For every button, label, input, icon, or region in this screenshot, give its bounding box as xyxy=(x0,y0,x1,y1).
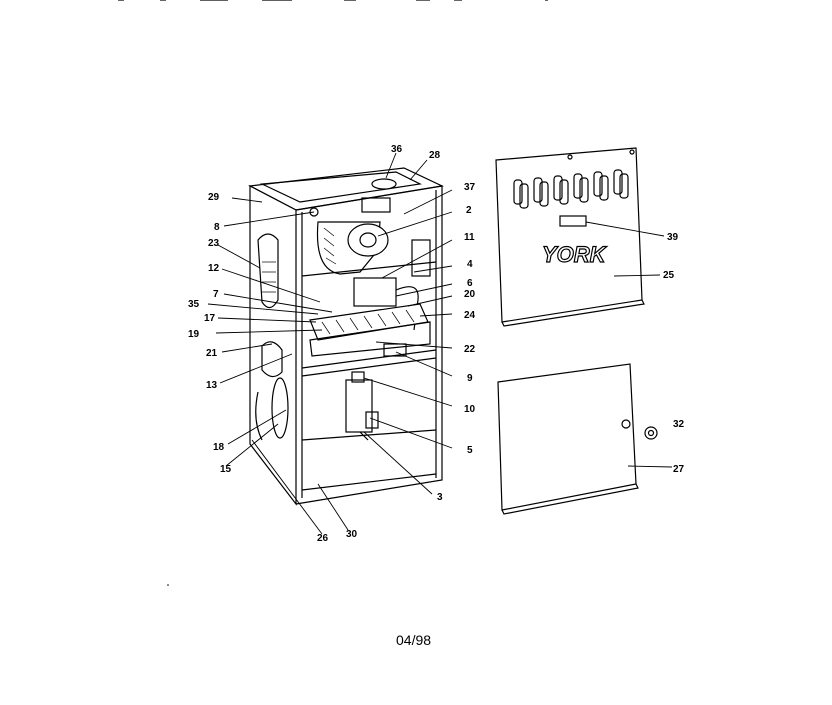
callout-36: 36 xyxy=(391,144,403,155)
callout-37: 37 xyxy=(464,182,476,193)
callout-10: 10 xyxy=(464,404,476,415)
callout-15: 15 xyxy=(220,464,232,475)
stray-dot xyxy=(167,584,169,586)
cabinet-left-side xyxy=(249,185,297,506)
callout-9: 9 xyxy=(467,373,473,384)
callout-21: 21 xyxy=(206,348,218,359)
callout-5: 5 xyxy=(467,445,473,456)
callout-29: 29 xyxy=(208,192,220,203)
callout-18: 18 xyxy=(213,442,225,453)
callout-39: 39 xyxy=(667,232,679,243)
callout-3: 3 xyxy=(437,492,443,503)
leader-lines xyxy=(207,152,673,535)
callout-19: 19 xyxy=(188,329,200,340)
panel-handle xyxy=(559,215,587,227)
callout-4: 4 xyxy=(467,259,473,270)
callout-23: 23 xyxy=(208,238,220,249)
callout-32: 32 xyxy=(673,419,685,430)
date-code: 04/98 xyxy=(396,632,432,648)
door-knob xyxy=(644,426,658,440)
vent-collar xyxy=(361,178,397,213)
callout-28-top: 28 xyxy=(429,150,441,161)
callout-7: 7 xyxy=(213,289,219,300)
callout-35: 35 xyxy=(188,299,200,310)
inducer-blower xyxy=(309,207,389,275)
york-logo: YORK xyxy=(542,242,608,267)
callout-22: 22 xyxy=(464,344,476,355)
callout-8: 8 xyxy=(214,222,220,233)
callout-27: 27 xyxy=(673,464,685,475)
blower-control xyxy=(345,371,379,441)
callout-labels: 36 28 37 29 8 2 23 11 12 4 6 7 20 35 17 … xyxy=(188,144,685,544)
lower-access-door xyxy=(497,363,639,515)
callout-17: 17 xyxy=(204,313,216,324)
callout-24: 24 xyxy=(464,310,476,321)
callout-20: 20 xyxy=(464,289,476,300)
callout-12: 12 xyxy=(208,263,220,274)
burner-assembly xyxy=(309,303,431,357)
callout-25: 25 xyxy=(663,270,675,281)
callout-6: 6 xyxy=(467,278,473,289)
gas-valve-area xyxy=(353,239,431,331)
callout-13: 13 xyxy=(206,380,218,391)
callout-30: 30 xyxy=(346,529,358,540)
callout-11: 11 xyxy=(464,232,475,243)
panel-louvers xyxy=(513,169,629,209)
callout-2: 2 xyxy=(466,205,472,216)
upper-access-panel: YORK xyxy=(495,147,645,327)
callout-26-bottom: 26 xyxy=(317,533,329,544)
